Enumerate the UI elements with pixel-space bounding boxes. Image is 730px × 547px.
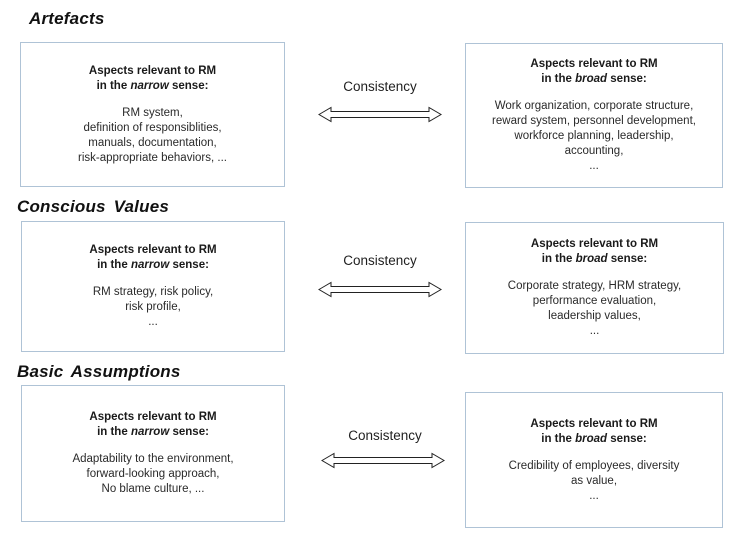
box-title-emphasis: narrow bbox=[130, 79, 169, 92]
consistency-label: Consistency bbox=[343, 253, 417, 268]
box-title: Aspects relevant to RM in the broad sens… bbox=[530, 417, 657, 447]
box-title-post: sense: bbox=[169, 259, 209, 271]
box-title-line1: Aspects relevant to RM bbox=[89, 411, 217, 423]
consistency-label: Consistency bbox=[343, 79, 417, 94]
box-title-line1: Aspects relevant to RM bbox=[530, 58, 658, 70]
box-title-emphasis: narrow bbox=[130, 259, 170, 271]
box-title-emphasis: broad bbox=[575, 253, 608, 265]
box-title-line1: Aspects relevant to RM bbox=[530, 417, 658, 430]
box-title-line1: Aspects relevant to RM bbox=[88, 64, 217, 77]
narrow-sense-box-artefacts: Aspects relevant to RM in the narrow sen… bbox=[20, 42, 285, 187]
box-title-pre: in the bbox=[541, 253, 576, 265]
double-arrow-icon bbox=[318, 281, 442, 298]
section-heading-basic-assumptions: Basic Assumptions bbox=[17, 362, 181, 381]
box-title-post: sense: bbox=[607, 73, 647, 85]
consistency-label: Consistency bbox=[348, 428, 422, 443]
box-title-post: sense: bbox=[168, 79, 209, 92]
double-arrow-icon bbox=[318, 106, 442, 123]
box-body: RM system,definition of responsiblities,… bbox=[78, 106, 227, 164]
narrow-sense-box-basic-assumptions: Aspects relevant to RM in the narrow sen… bbox=[21, 385, 285, 522]
box-title-post: sense: bbox=[607, 253, 648, 265]
box-title: Aspects relevant to RM in the narrow sen… bbox=[89, 410, 216, 440]
box-title-pre: in the bbox=[541, 73, 576, 85]
broad-sense-box-conscious-values: Aspects relevant to RM in the broad sens… bbox=[465, 222, 724, 354]
section-heading-artefacts: Artefacts bbox=[29, 9, 105, 28]
box-title-post: sense: bbox=[607, 432, 647, 445]
box-title-emphasis: broad bbox=[575, 432, 608, 445]
box-title: Aspects relevant to RM in the narrow sen… bbox=[89, 243, 216, 273]
box-title-pre: in the bbox=[96, 79, 131, 92]
box-body: Adaptability to the environment,forward-… bbox=[72, 453, 234, 495]
box-title-pre: in the bbox=[97, 259, 131, 271]
box-title-post: sense: bbox=[169, 426, 209, 438]
box-body: Work organization, corporate structure,r… bbox=[492, 100, 696, 172]
section-heading-conscious-values: Conscious Values bbox=[17, 197, 170, 216]
box-title-line1: Aspects relevant to RM bbox=[530, 238, 659, 250]
box-title-emphasis: broad bbox=[575, 73, 608, 85]
box-body: RM strategy, risk policy,risk profile,..… bbox=[92, 286, 214, 328]
double-arrow-icon bbox=[321, 452, 445, 469]
box-title-pre: in the bbox=[541, 432, 576, 445]
broad-sense-box-artefacts: Aspects relevant to RM in the broad sens… bbox=[465, 43, 723, 188]
box-title: Aspects relevant to RM in the broad sens… bbox=[530, 57, 657, 87]
box-title: Aspects relevant to RM in the broad sens… bbox=[531, 237, 658, 267]
box-title-line1: Aspects relevant to RM bbox=[89, 244, 217, 256]
box-title-emphasis: narrow bbox=[130, 426, 170, 438]
broad-sense-box-basic-assumptions: Aspects relevant to RM in the broad sens… bbox=[465, 392, 723, 528]
narrow-sense-box-conscious-values: Aspects relevant to RM in the narrow sen… bbox=[21, 221, 285, 352]
box-title-pre: in the bbox=[97, 426, 131, 438]
box-body: Corporate strategy, HRM strategy,perform… bbox=[507, 280, 682, 337]
box-title: Aspects relevant to RM in the narrow sen… bbox=[89, 64, 216, 94]
